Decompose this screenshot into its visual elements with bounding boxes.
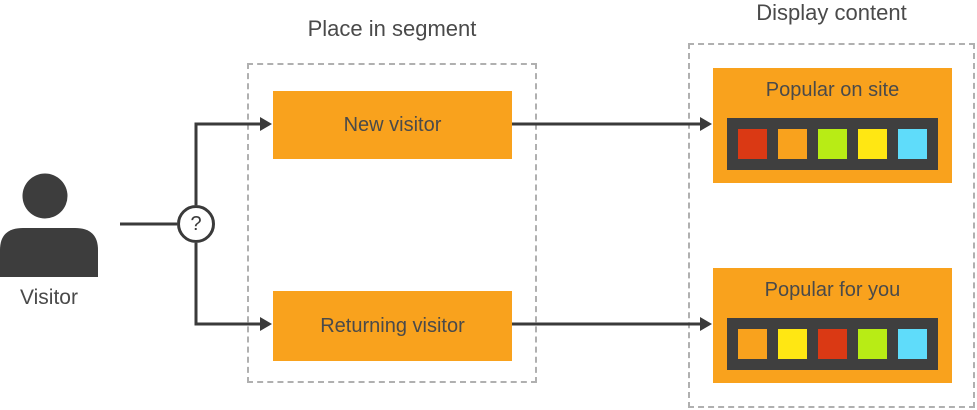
new-visitor-box: New visitor xyxy=(273,91,512,159)
content-tile xyxy=(898,129,927,159)
popular-on-site-title: Popular on site xyxy=(765,79,900,101)
returning-visitor-box: Returning visitor xyxy=(273,291,512,361)
returning-visitor-label: Returning visitor xyxy=(320,314,465,337)
visitor-head xyxy=(22,173,68,219)
decision-question-mark: ? xyxy=(190,212,202,235)
display-group-container xyxy=(688,43,975,408)
content-tile xyxy=(738,329,767,359)
content-tile xyxy=(738,129,767,159)
content-tile xyxy=(818,329,847,359)
content-tile xyxy=(858,129,887,159)
segment-group-title: Place in segment xyxy=(307,16,477,41)
visitor-body xyxy=(0,228,98,277)
visitor-label: Visitor xyxy=(20,286,78,309)
popular-for-you-tile-strip xyxy=(727,318,938,370)
popular-on-site-card: Popular on site xyxy=(713,68,952,183)
segment-group-container xyxy=(247,63,537,383)
content-tile xyxy=(898,329,927,359)
content-tile xyxy=(778,329,807,359)
decision-node: ? xyxy=(177,205,215,243)
content-tile xyxy=(858,329,887,359)
popular-for-you-title: Popular for you xyxy=(764,279,901,301)
popular-for-you-card: Popular for you xyxy=(713,268,952,383)
content-tile xyxy=(818,129,847,159)
content-tile xyxy=(778,129,807,159)
display-group-title: Display content xyxy=(756,0,907,25)
visitor-person-icon xyxy=(0,173,98,277)
new-visitor-label: New visitor xyxy=(343,113,442,136)
popular-on-site-tile-strip xyxy=(727,118,938,170)
